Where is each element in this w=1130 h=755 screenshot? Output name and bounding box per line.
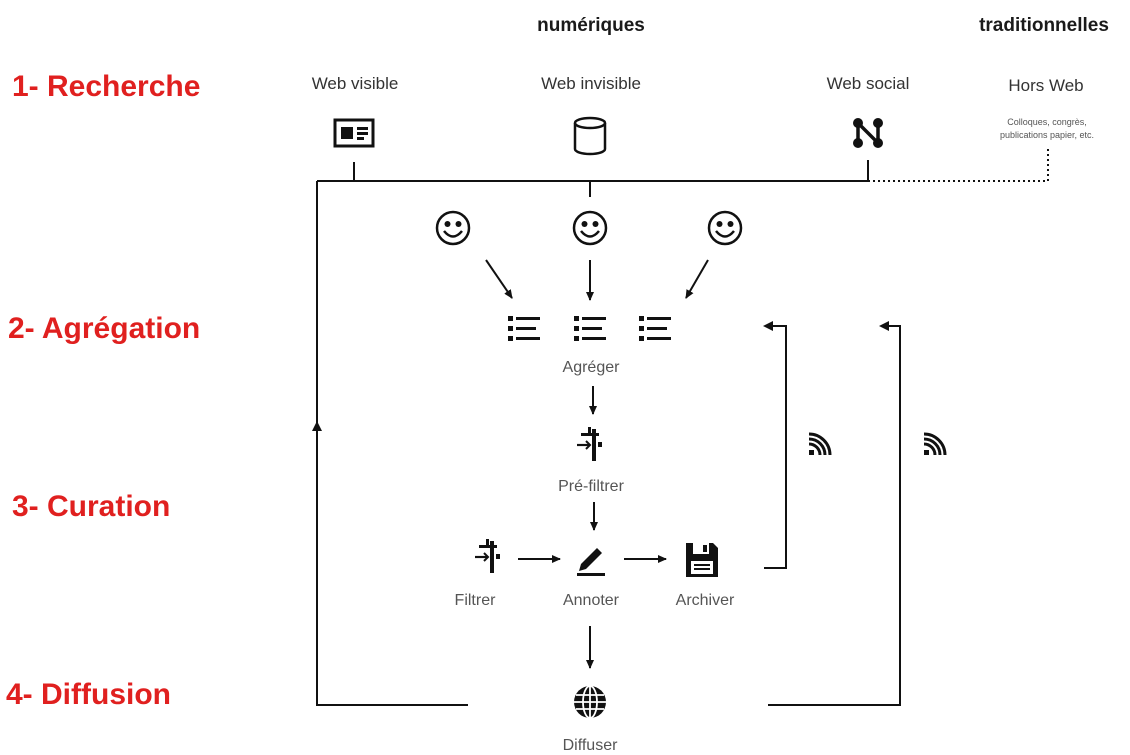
list-icon — [508, 316, 540, 341]
left-loop-arrow — [312, 421, 322, 431]
stage-label-diffusion: 4- Diffusion — [6, 678, 171, 711]
filter-icon — [575, 425, 604, 463]
smiley-icon — [707, 210, 743, 246]
header-digital: numériques — [537, 15, 645, 36]
step-filter-label: Filtrer — [455, 592, 497, 609]
hors-web-note-line1: Colloques, congrès, — [1007, 117, 1087, 127]
archive-loop-line — [764, 325, 787, 569]
rss-icon — [807, 432, 832, 457]
step-diffuse-label: Diffuser — [563, 737, 619, 754]
step-archive-label: Archiver — [676, 592, 735, 609]
pencil-icon — [577, 548, 605, 576]
database-icon — [573, 116, 607, 156]
left-loop-line — [316, 181, 468, 706]
stage-label-curation: 3- Curation — [12, 490, 170, 523]
step-prefilter-label: Pré-filtrer — [558, 478, 624, 495]
diffuse-loop-arrowhead — [879, 321, 889, 331]
arrow-smiley-right-to-list — [685, 259, 709, 299]
rss-icon — [922, 432, 947, 457]
stage-label-agregation: 2- Agrégation — [8, 312, 200, 345]
source-web-social-label: Web social — [827, 74, 910, 93]
network-icon — [853, 118, 883, 148]
floppy-disk-icon — [686, 543, 718, 577]
hors-web-note-line2: publications papier, etc. — [1000, 130, 1094, 140]
globe-icon — [574, 685, 606, 719]
smiley-icon — [435, 210, 471, 246]
step-annotate-label: Annoter — [563, 592, 620, 609]
smiley-icon — [572, 210, 608, 246]
header-traditional: traditionnelles — [979, 15, 1109, 36]
step-aggregate-label: Agréger — [563, 359, 621, 376]
webpage-icon — [333, 118, 375, 148]
list-icon — [574, 316, 606, 341]
arrow-smiley-left-to-list — [485, 259, 513, 299]
list-icon — [639, 316, 671, 341]
source-web-invisible-label: Web invisible — [541, 74, 641, 93]
stage-label-recherche: 1- Recherche — [12, 70, 200, 103]
source-hors-web-label: Hors Web — [1008, 76, 1083, 95]
hors-web-dotted-connector — [868, 148, 1049, 182]
archive-loop-arrowhead — [763, 321, 773, 331]
filter-icon — [473, 537, 502, 575]
diffuse-loop-line — [768, 325, 901, 706]
source-web-visible-label: Web visible — [312, 74, 399, 93]
